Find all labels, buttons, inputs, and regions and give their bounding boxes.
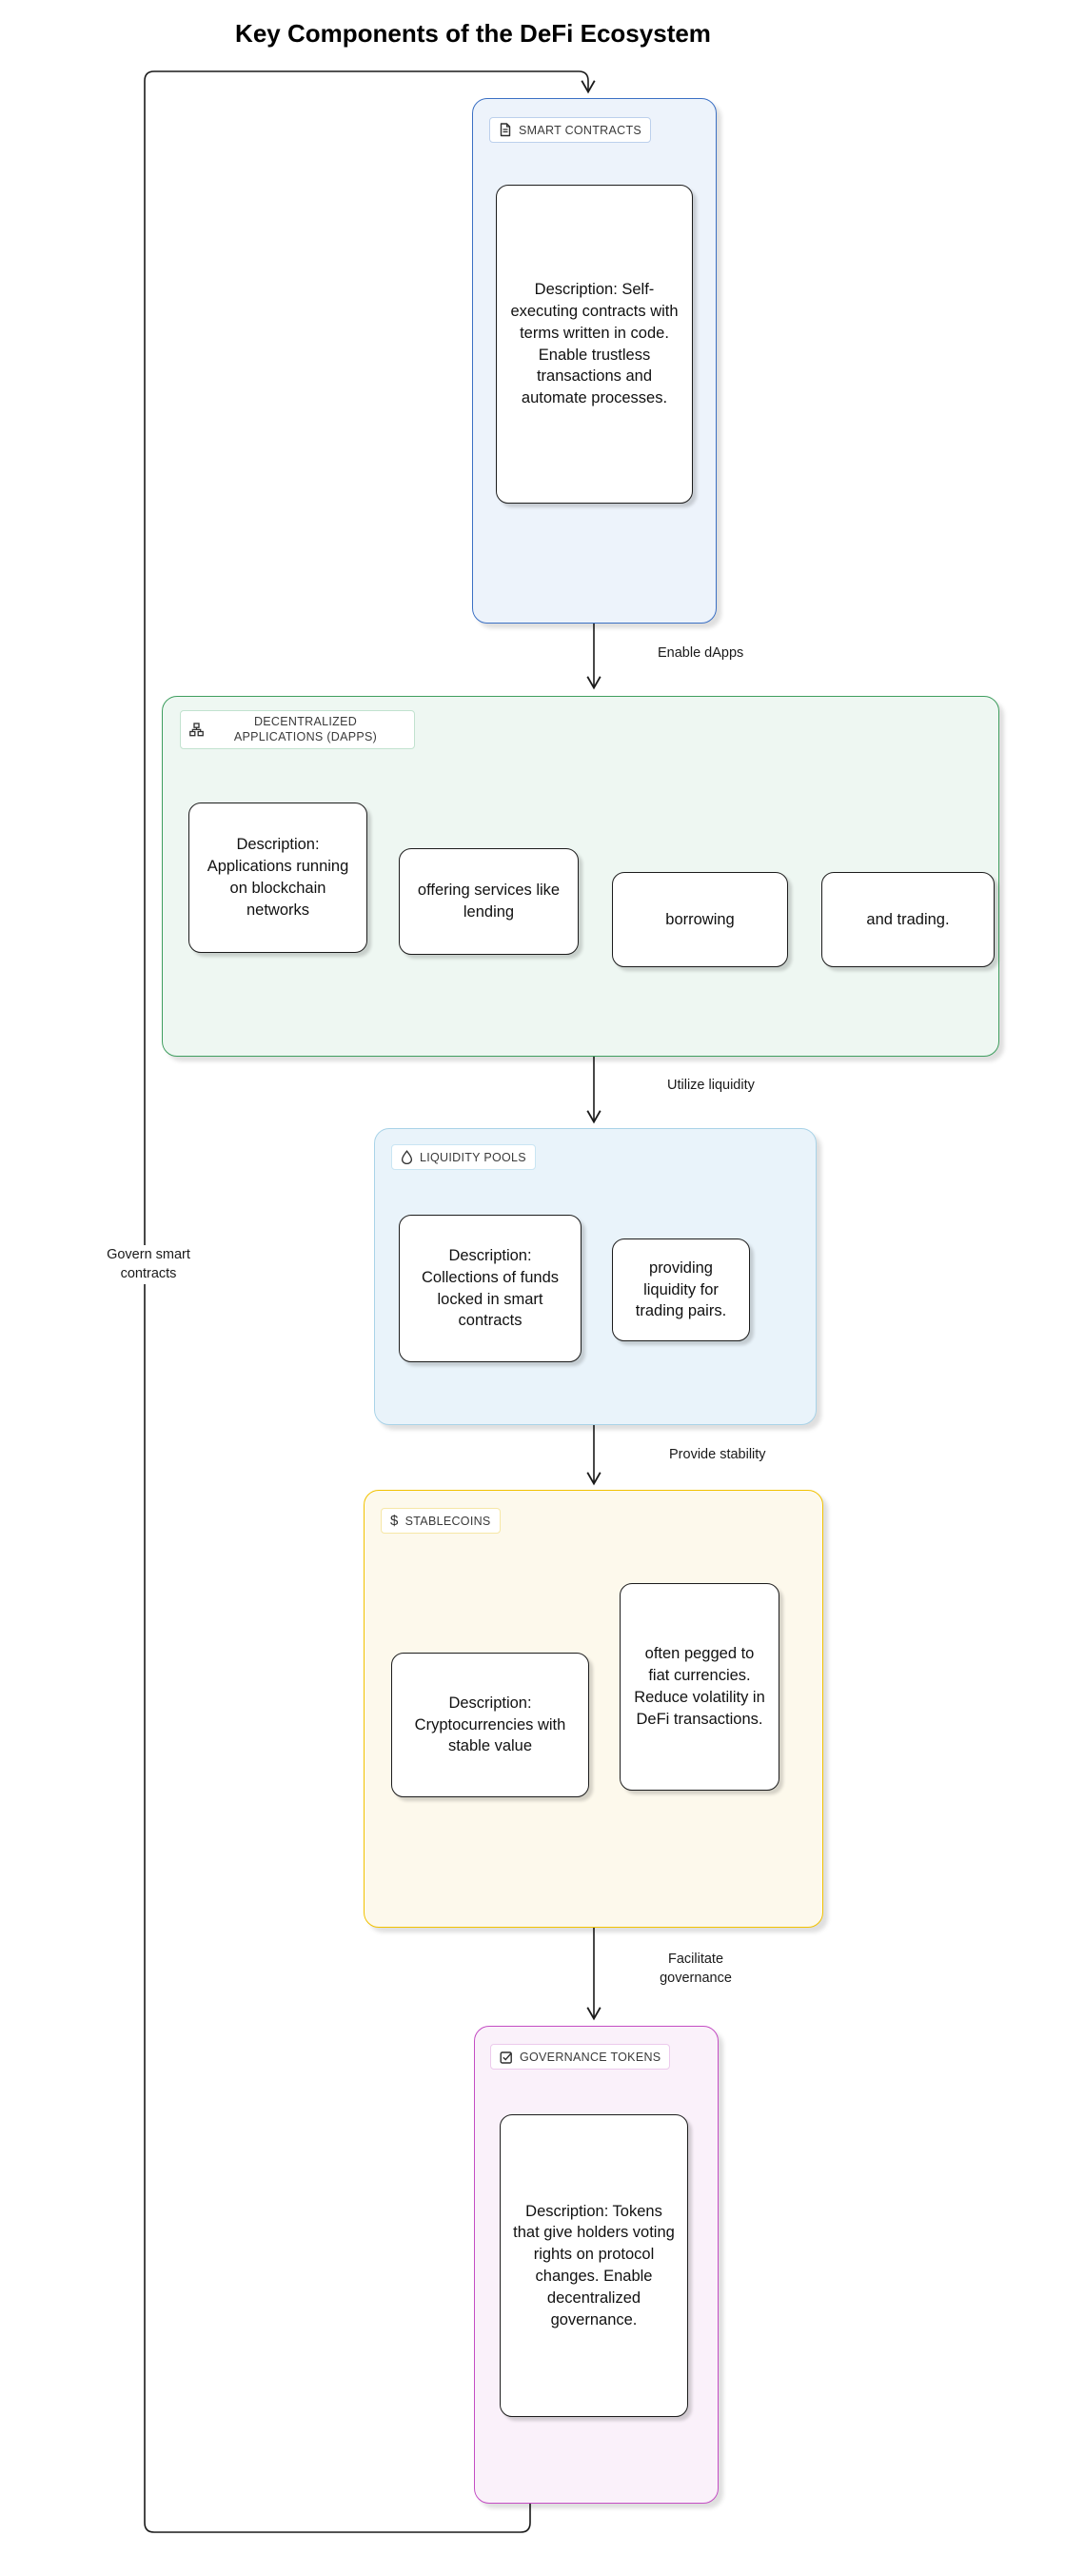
group-label-governance-tokens: GOVERNANCE TOKENS (520, 2050, 661, 2064)
node-dapps-borrowing: borrowing (612, 872, 788, 967)
edge-label-facilitate-governance: Facilitate governance (647, 1950, 744, 1990)
edge-label-govern-smart-contracts: Govern smart contracts (89, 1245, 207, 1285)
node-stablecoins-pegged: often pegged to fiat currencies. Reduce … (620, 1583, 779, 1791)
node-smart-contracts-description: Description: Self-executing contracts wi… (496, 185, 693, 504)
group-label-dapps: DECENTRALIZED APPLICATIONS (DAPPS) (233, 715, 378, 743)
group-stablecoins: $ STABLECOINS Description: Cryptocurrenc… (364, 1490, 823, 1928)
document-icon (499, 123, 512, 137)
group-smart-contracts: SMART CONTRACTS Description: Self-execut… (472, 98, 717, 624)
group-liquidity-pools: LIQUIDITY POOLS Description: Collections… (374, 1128, 817, 1425)
droplet-icon (401, 1150, 413, 1164)
group-header-liquidity-pools: LIQUIDITY POOLS (391, 1144, 536, 1170)
edge-label-provide-stability: Provide stability (666, 1445, 769, 1466)
edge-label-enable-dapps: Enable dApps (655, 644, 747, 664)
node-liquidity-providing: providing liquidity for trading pairs. (612, 1238, 750, 1341)
checkbox-icon (500, 2051, 513, 2064)
node-dapps-description: Description: Applications running on blo… (188, 803, 367, 953)
group-governance-tokens: GOVERNANCE TOKENS Description: Tokens th… (474, 2026, 719, 2504)
group-label-smart-contracts: SMART CONTRACTS (519, 123, 642, 137)
dollar-icon: $ (390, 1513, 399, 1529)
group-header-dapps: DECENTRALIZED APPLICATIONS (DAPPS) (180, 710, 415, 750)
group-header-stablecoins: $ STABLECOINS (381, 1508, 501, 1534)
group-label-stablecoins: STABLECOINS (404, 1514, 491, 1528)
group-header-smart-contracts: SMART CONTRACTS (489, 117, 652, 143)
node-liquidity-description: Description: Collections of funds locked… (399, 1215, 582, 1362)
page-title: Key Components of the DeFi Ecosystem (235, 19, 711, 48)
node-stablecoins-description: Description: Cryptocurrencies with stabl… (391, 1653, 589, 1797)
group-label-liquidity-pools: LIQUIDITY POOLS (420, 1150, 526, 1164)
node-dapps-trading: and trading. (821, 872, 995, 967)
node-governance-description: Description: Tokens that give holders vo… (500, 2114, 688, 2417)
node-dapps-lending: offering services like lending (399, 848, 579, 955)
edge-label-utilize-liquidity: Utilize liquidity (664, 1076, 758, 1097)
sitemap-icon (189, 723, 204, 737)
group-header-governance-tokens: GOVERNANCE TOKENS (490, 2044, 671, 2070)
group-dapps: DECENTRALIZED APPLICATIONS (DAPPS) Descr… (162, 696, 999, 1057)
